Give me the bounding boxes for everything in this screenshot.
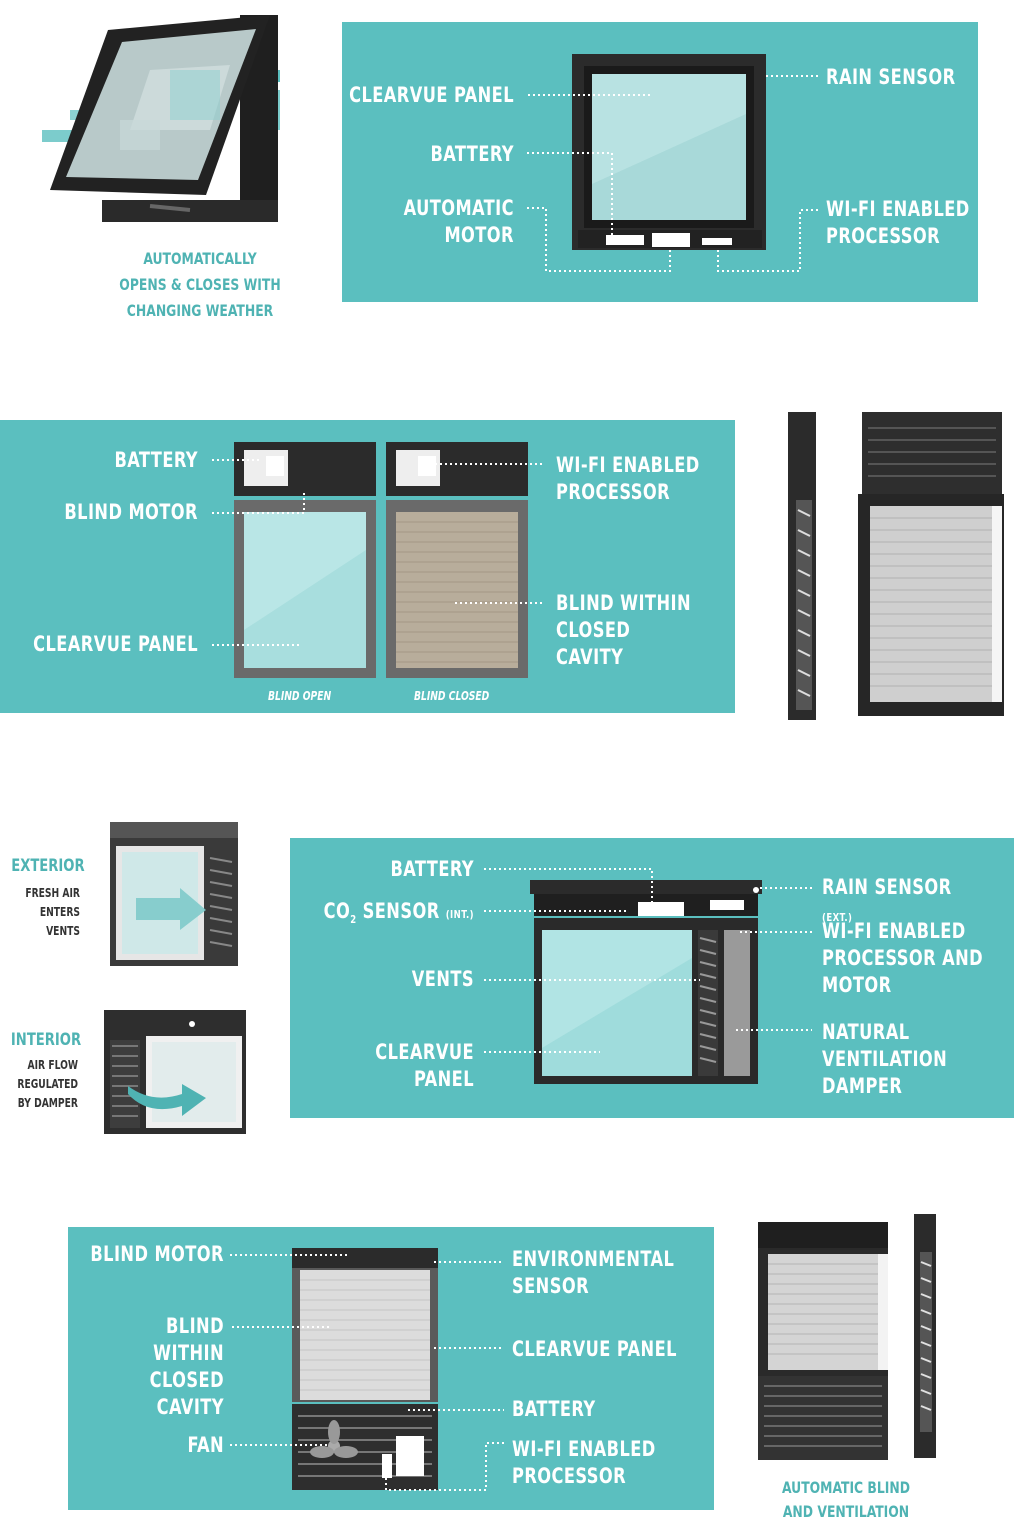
s4-label-environmental-sensor: ENVIRONMENTAL SENSOR bbox=[512, 1247, 675, 1298]
s4-label-blind-motor: BLIND MOTOR bbox=[90, 1242, 225, 1266]
s3-co2-sub: 2 bbox=[350, 913, 357, 927]
s1-label-wifi-processor: WI-FI ENABLED PROCESSOR bbox=[826, 197, 970, 248]
section2-leaders bbox=[212, 459, 545, 646]
s3-interior-title: INTERIOR bbox=[10, 1030, 82, 1050]
s3-exterior-title: EXTERIOR bbox=[11, 856, 85, 876]
s1-label-clearvue-panel: CLEARVUE PANEL bbox=[349, 83, 514, 107]
s2-label-blind-motor: BLIND MOTOR bbox=[64, 500, 198, 524]
section4-caption: AUTOMATIC BLIND AND VENTILATION bbox=[781, 1478, 911, 1521]
section3-leaders bbox=[484, 868, 812, 1053]
s3-label-damper: NATURAL VENTILATION DAMPER bbox=[822, 1020, 948, 1098]
s3-label-vents: VENTS bbox=[411, 967, 474, 991]
s2-label-blind-within: BLIND WITHIN CLOSED CAVITY bbox=[556, 591, 691, 669]
s3-rain-main: RAIN SENSOR bbox=[822, 875, 952, 899]
s1-label-automatic-motor: AUTOMATIC MOTOR bbox=[403, 196, 514, 247]
s4-label-wifi-processor: WI-FI ENABLED PROCESSOR bbox=[512, 1437, 656, 1488]
section4-window bbox=[292, 1248, 438, 1490]
section2-front-view-illustration bbox=[858, 412, 1004, 716]
s3-label-battery: BATTERY bbox=[390, 857, 474, 881]
s3-rain-note: (EXT.) bbox=[822, 911, 853, 924]
s3-label-rain-sensor: RAIN SENSOR (EXT.) bbox=[822, 874, 985, 931]
s4-label-clearvue-panel: CLEARVUE PANEL bbox=[512, 1337, 677, 1361]
section2-side-view-illustration bbox=[788, 412, 816, 720]
s1-label-battery: BATTERY bbox=[430, 142, 514, 166]
s3-co2-note: (INT.) bbox=[445, 908, 474, 921]
section1-caption: AUTOMATICALLY OPENS & CLOSES WITH CHANGI… bbox=[119, 249, 281, 320]
s2-caption-blind-open: BLIND OPEN bbox=[268, 689, 332, 703]
section2-windows bbox=[234, 442, 528, 678]
section4-side-view-illustration bbox=[914, 1214, 936, 1458]
s3-co2-rest: SENSOR bbox=[356, 899, 440, 923]
section4-front-view-illustration bbox=[758, 1222, 888, 1460]
section1-window bbox=[572, 54, 766, 250]
s3-interior-illustration bbox=[104, 1010, 246, 1134]
s3-co2-main: CO bbox=[323, 899, 351, 923]
s3-exterior-desc: FRESH AIR ENTERS VENTS bbox=[25, 886, 80, 938]
s2-label-clearvue-panel: CLEARVUE PANEL bbox=[33, 632, 198, 656]
s1-label-rain-sensor: RAIN SENSOR bbox=[826, 65, 956, 89]
section3-window bbox=[530, 880, 762, 1084]
s4-label-fan: FAN bbox=[187, 1433, 224, 1457]
s3-label-wifi-processor-motor: WI-FI ENABLED PROCESSOR AND MOTOR bbox=[822, 919, 984, 997]
s3-label-clearvue-panel: CLEARVUE PANEL bbox=[375, 1040, 474, 1091]
s3-interior-desc: AIR FLOW REGULATED BY DAMPER bbox=[17, 1058, 78, 1110]
s4-label-battery: BATTERY bbox=[512, 1397, 596, 1421]
s2-caption-blind-closed: BLIND CLOSED bbox=[414, 689, 490, 703]
s2-label-wifi-processor: WI-FI ENABLED PROCESSOR bbox=[556, 453, 700, 504]
s3-label-co2-sensor: CO2 SENSOR (INT.) bbox=[316, 898, 474, 933]
s4-label-blind-within: BLIND WITHIN CLOSED CAVITY bbox=[149, 1314, 224, 1419]
awning-window-illustration bbox=[42, 15, 280, 222]
s2-label-battery: BATTERY bbox=[114, 448, 198, 472]
section1-leaders bbox=[527, 75, 818, 272]
s3-exterior-illustration bbox=[110, 822, 238, 966]
